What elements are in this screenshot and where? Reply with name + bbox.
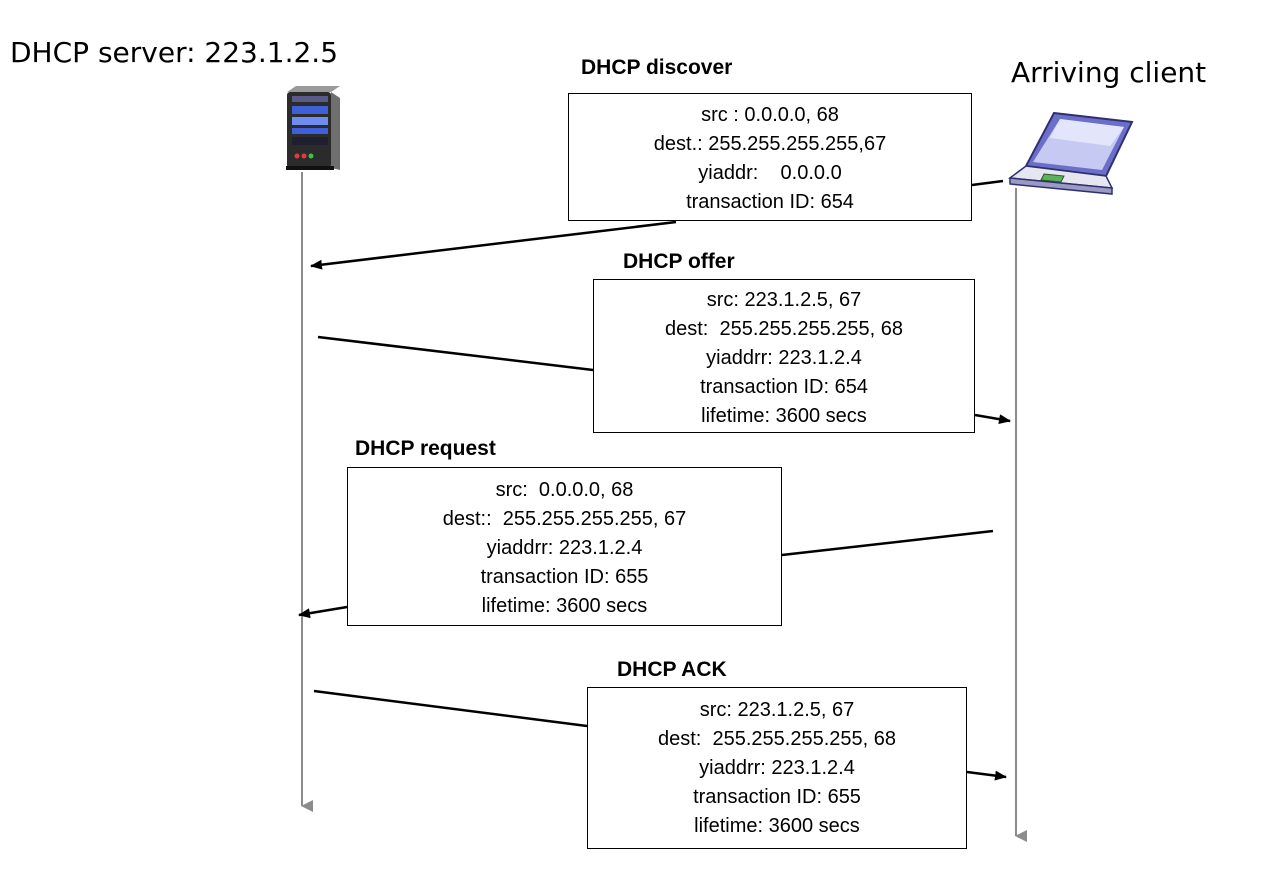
offer-src: src: 223.1.2.5, 67 [706, 289, 862, 311]
request-title: DHCP request [355, 437, 496, 460]
offer-message-box: src: 223.1.2.5, 67 dest: 255.255.255.255… [593, 279, 975, 433]
offer-arrow-start [317, 335, 594, 372]
discover-dest: dest.: 255.255.255.255,67 [653, 133, 887, 155]
ack-title: DHCP ACK [617, 658, 727, 681]
request-transaction-id: transaction ID: 655 [480, 566, 649, 588]
request-arrow [298, 605, 348, 619]
ack-yiaddr: yiaddrr: 223.1.2.4 [699, 757, 855, 779]
discover-yiaddr: yiaddr: 0.0.0.0 [698, 162, 842, 184]
client-label: Arriving client [1011, 56, 1207, 89]
ack-lifetime: lifetime: 3600 secs [694, 815, 860, 837]
request-src: src: 0.0.0.0, 68 [495, 479, 634, 501]
ack-src: src: 223.1.2.5, 67 [699, 699, 855, 721]
discover-message-box: src : 0.0.0.0, 68 dest.: 255.255.255.255… [568, 93, 972, 221]
discover-arrow [310, 220, 677, 270]
discover-src: src : 0.0.0.0, 68 [701, 104, 839, 126]
request-yiaddr: yiaddrr: 223.1.2.4 [486, 537, 643, 559]
request-arrow-start [781, 529, 994, 557]
offer-title: DHCP offer [623, 250, 735, 273]
server-label: DHCP server: 223.1.2.5 [10, 36, 339, 69]
request-dest: dest:: 255.255.255.255, 67 [442, 508, 687, 530]
offer-dest: dest: 255.255.255.255, 68 [665, 318, 903, 340]
ack-arrow-start [313, 689, 588, 728]
offer-transaction-id: transaction ID: 654 [700, 376, 868, 398]
offer-yiaddr: yiaddrr: 223.1.2.4 [706, 347, 862, 369]
discover-arrow-start [971, 179, 1004, 187]
laptop-icon [1008, 111, 1134, 195]
server-tower-icon [286, 86, 340, 170]
request-lifetime: lifetime: 3600 secs [481, 595, 648, 617]
ack-dest: dest: 255.255.255.255, 68 [658, 728, 896, 750]
ack-message-box: src: 223.1.2.5, 67 dest: 255.255.255.255… [587, 687, 967, 849]
ack-transaction-id: transaction ID: 655 [693, 786, 861, 808]
ack-arrow [966, 770, 1007, 781]
discover-title: DHCP discover [581, 56, 733, 79]
offer-lifetime: lifetime: 3600 secs [701, 405, 867, 427]
discover-transaction-id: transaction ID: 654 [686, 191, 854, 213]
offer-arrow [974, 413, 1011, 425]
request-message-box: src: 0.0.0.0, 68 dest:: 255.255.255.255,… [347, 467, 782, 626]
